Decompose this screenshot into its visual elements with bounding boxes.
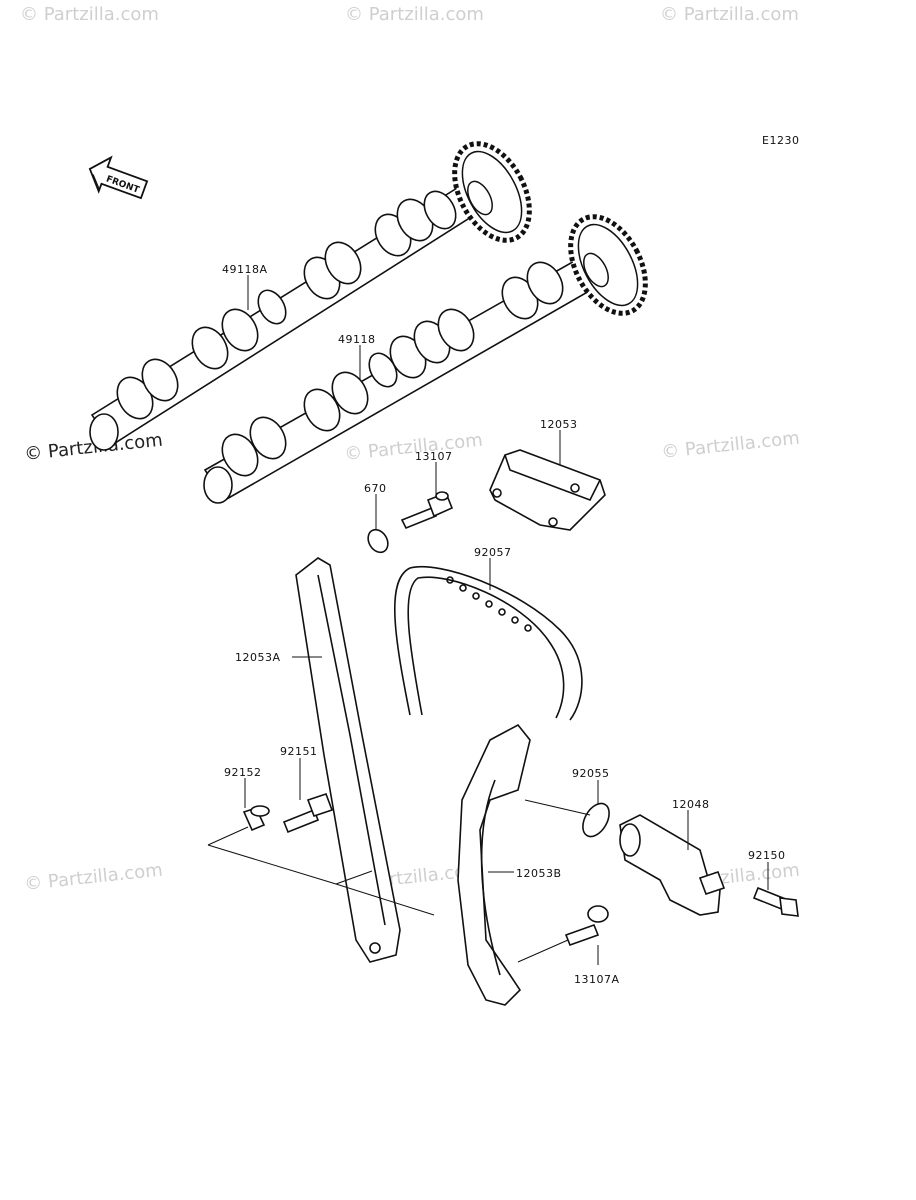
chain-links (446, 576, 532, 632)
o-ring-670-icon (367, 528, 389, 554)
diagram-code: E1230 (762, 134, 799, 147)
collar-92152-icon (242, 805, 270, 832)
watermark-low-left: © Partzilla.com (23, 860, 163, 895)
watermark-mid-right: © Partzilla.com (660, 428, 800, 463)
chain-guide-12053 (489, 449, 606, 531)
part-label-92055[interactable]: 92055 (572, 767, 610, 780)
watermark-top-center: © Partzilla.com (345, 4, 484, 25)
part-label-92150[interactable]: 92150 (748, 849, 786, 862)
chain-guide-12053b (457, 723, 531, 1006)
leader-lines (244, 275, 769, 965)
part-labels: 49118A 49118 12053 13107 670 92057 12053… (222, 263, 786, 986)
cam-sprocket-lower-icon (568, 214, 648, 316)
cam-chain-92057 (394, 566, 583, 721)
watermark-top-left: © Partzilla.com (20, 4, 159, 25)
chain-guide-12053a (295, 557, 401, 963)
watermarks: © Partzilla.com © Partzilla.com © Partzi… (20, 4, 801, 895)
cam-sprocket-upper-icon (452, 141, 532, 243)
camshaft-49118a (89, 141, 532, 451)
bolt-13107-icon (400, 491, 454, 530)
part-label-12053a[interactable]: 12053A (235, 651, 281, 664)
cam-lobes-upper (89, 190, 457, 451)
part-label-13107[interactable]: 13107 (415, 450, 453, 463)
camshaft-49118 (203, 214, 648, 504)
part-label-92152[interactable]: 92152 (224, 766, 262, 779)
bolt-92150-icon (752, 886, 799, 917)
part-label-49118a[interactable]: 49118A (222, 263, 268, 276)
part-label-13107a[interactable]: 13107A (574, 973, 620, 986)
part-label-92151[interactable]: 92151 (280, 745, 318, 758)
o-ring-92055-icon (582, 802, 610, 838)
bolt-92151-icon (282, 792, 334, 834)
part-label-92057[interactable]: 92057 (474, 546, 512, 559)
part-label-670[interactable]: 670 (364, 482, 387, 495)
front-arrow-icon: FRONT (88, 155, 149, 200)
part-label-12053[interactable]: 12053 (540, 418, 578, 431)
bolt-13107a-icon (564, 905, 609, 947)
watermark-top-right: © Partzilla.com (660, 4, 799, 25)
part-label-12048[interactable]: 12048 (672, 798, 710, 811)
part-label-12053b[interactable]: 12053B (516, 867, 562, 880)
watermark-mid-center: © Partzilla.com (343, 430, 483, 465)
cam-lobes-lower (203, 261, 564, 504)
tensioner-12048 (619, 814, 726, 916)
part-label-49118[interactable]: 49118 (338, 333, 376, 346)
